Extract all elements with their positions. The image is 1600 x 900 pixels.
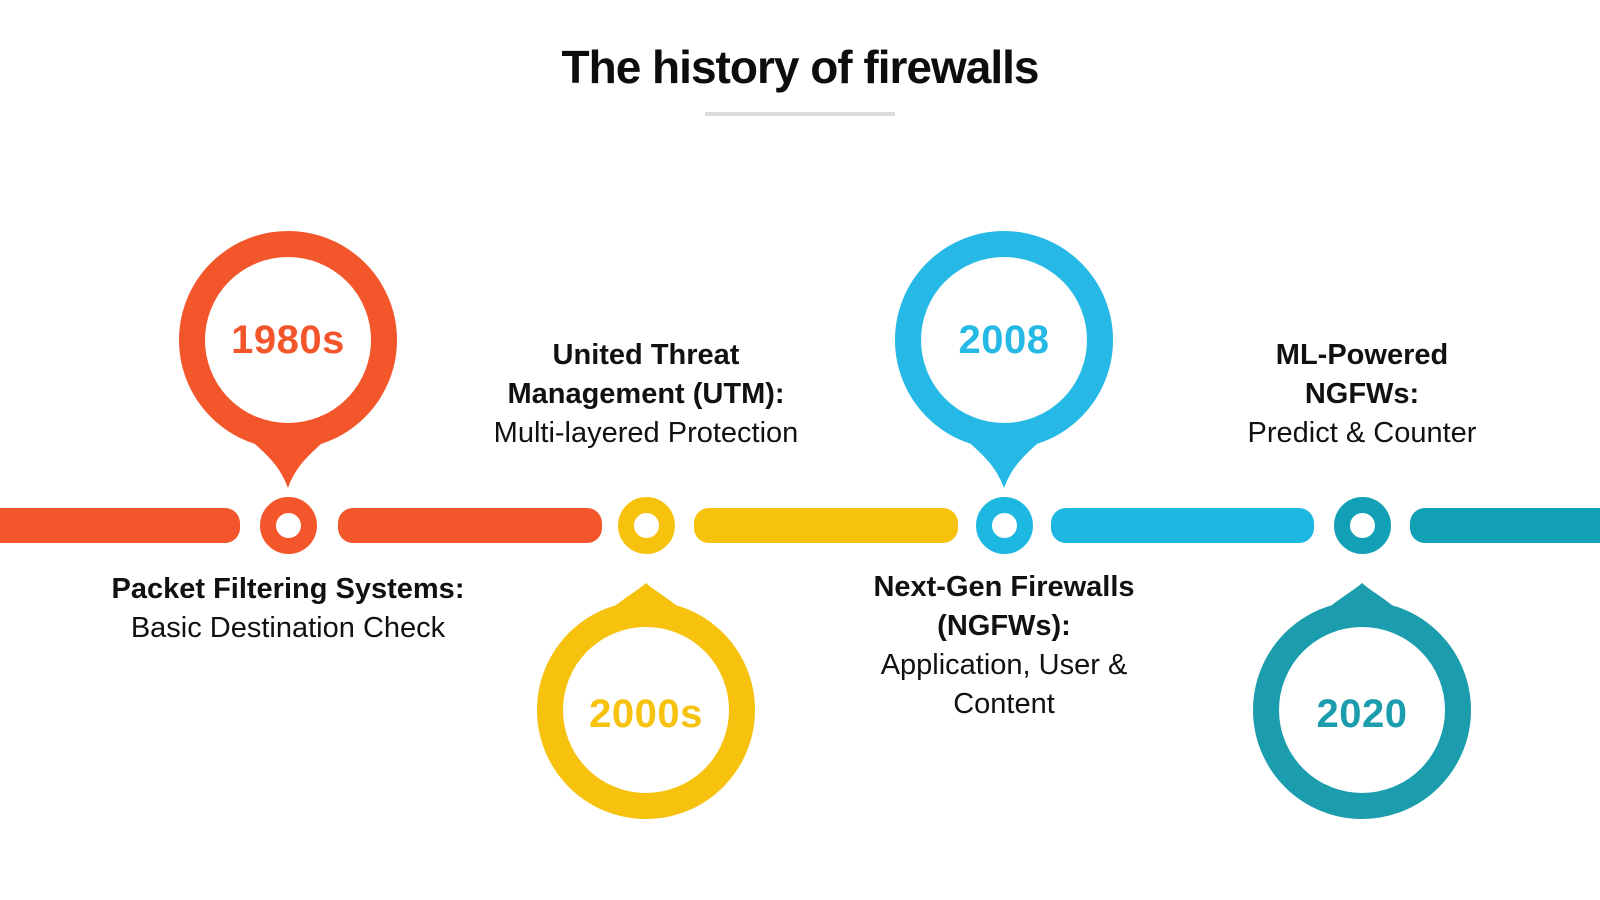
timeline-node-2020 (1334, 497, 1391, 554)
page-title: The history of firewalls (561, 41, 1040, 93)
milestone-year-2000s: 2000s (589, 692, 703, 736)
title-divider (705, 112, 895, 116)
milestone-description-2008: Next-Gen Firewalls (NGFWs): Application,… (774, 568, 1234, 724)
milestone-description-2000s: United Threat Management (UTM): Multi-la… (416, 336, 876, 453)
timeline-segment-1 (0, 508, 240, 543)
description-body-line: Application, User & (880, 649, 1128, 681)
timeline-node-1980s (260, 497, 317, 554)
description-heading-line: United Threat (552, 339, 740, 371)
description-heading-line: Next-Gen Firewalls (873, 571, 1135, 603)
milestone-year-2008: 2008 (958, 318, 1050, 362)
timeline-node-2008 (976, 497, 1033, 554)
description-heading-line: Management (UTM): (507, 378, 785, 410)
description-heading-line: Packet Filtering Systems: (111, 573, 465, 605)
milestone-pin-2000s (537, 583, 755, 819)
description-body-line: Multi-layered Protection (493, 417, 799, 449)
milestone-pin-2008 (895, 231, 1113, 488)
description-heading-line: ML-Powered (1275, 339, 1449, 371)
timeline-segment-4 (1051, 508, 1314, 543)
description-body-line: Basic Destination Check (130, 612, 446, 644)
description-body-line: Predict & Counter (1247, 417, 1477, 449)
timeline-node-2000s (618, 497, 675, 554)
timeline-segment-2 (338, 508, 602, 543)
milestone-year-1980s: 1980s (231, 318, 345, 362)
description-heading-line: NGFWs: (1304, 378, 1420, 410)
milestone-pin-2020 (1253, 583, 1471, 819)
timeline-segment-5 (1410, 508, 1600, 543)
description-body-line: Content (953, 688, 1055, 720)
milestone-description-2020: ML-Powered NGFWs: Predict & Counter (1132, 336, 1592, 453)
timeline-segment-3 (694, 508, 958, 543)
milestone-year-2020: 2020 (1316, 692, 1408, 736)
milestone-pin-1980s (179, 231, 397, 488)
milestone-description-1980s: Packet Filtering Systems: Basic Destinat… (58, 570, 518, 648)
description-heading-line: (NGFWs): (937, 610, 1071, 642)
